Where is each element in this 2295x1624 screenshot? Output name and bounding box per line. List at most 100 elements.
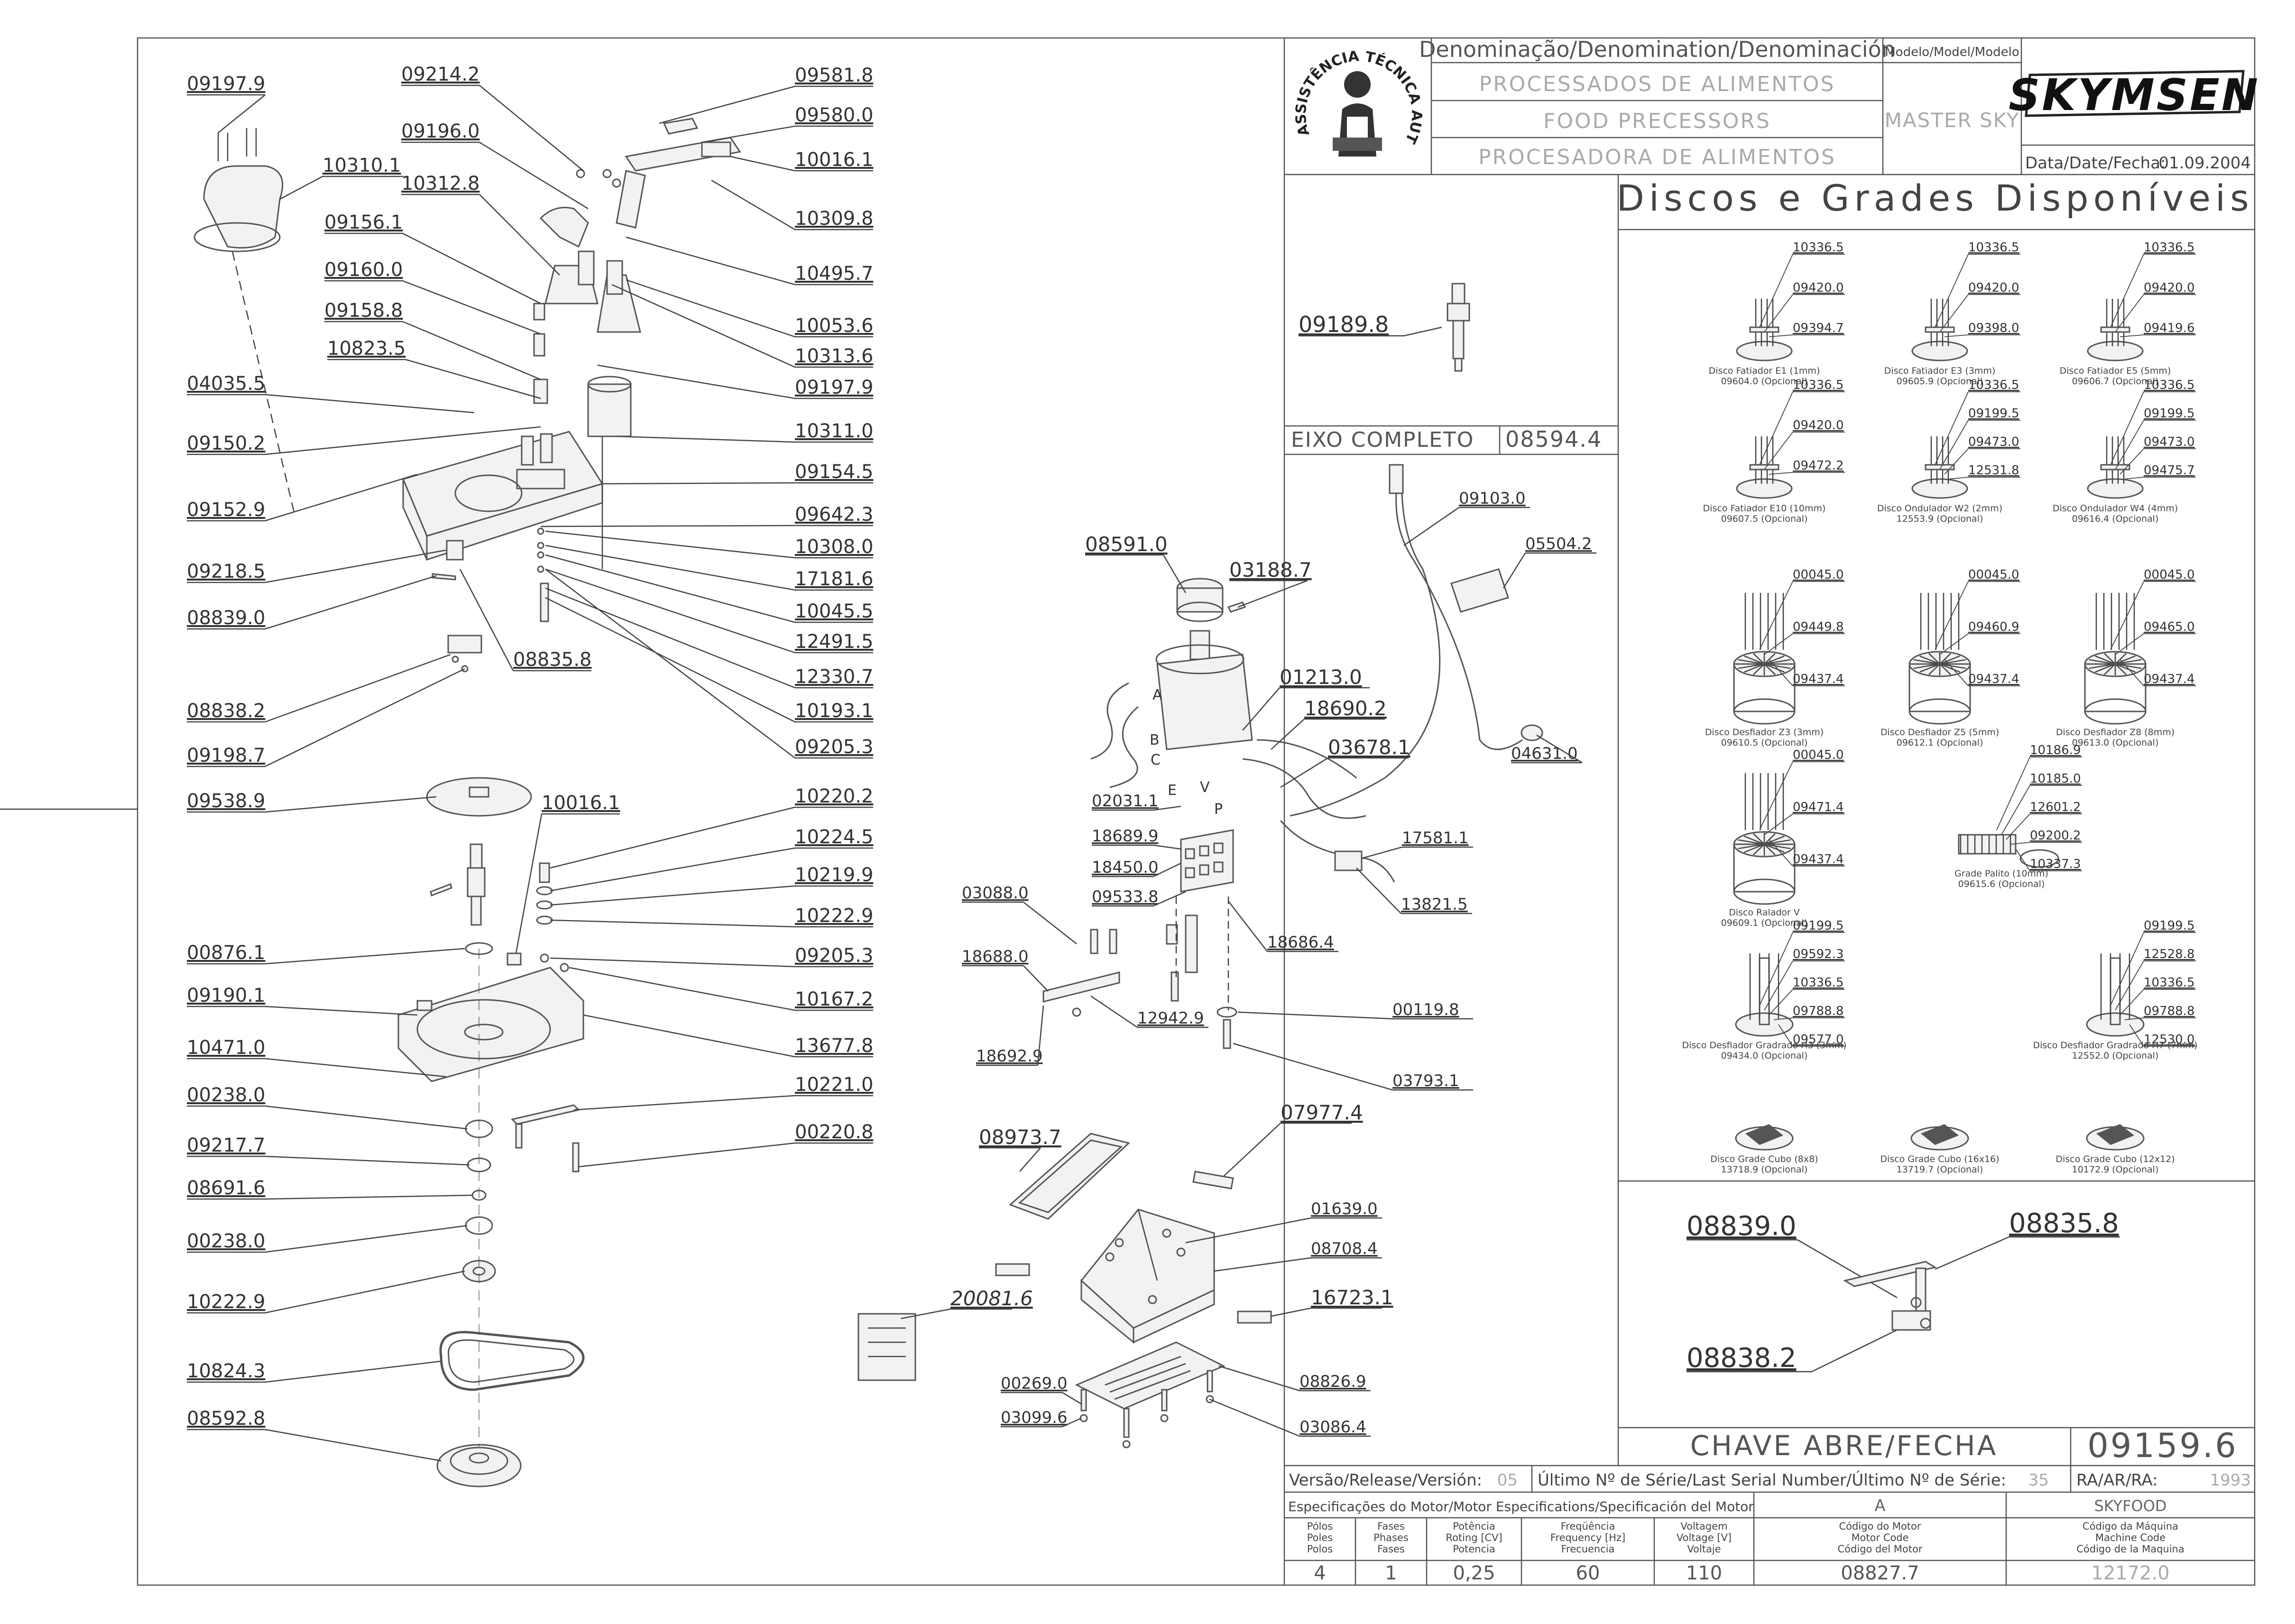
disc-code: 09434.0 (Opcional) bbox=[1721, 1051, 1808, 1061]
lower-assembly-drawing bbox=[397, 777, 585, 1487]
part-label: 03188.7 bbox=[1229, 558, 1312, 581]
disc-item: Disco Desfiador Gradrado H7 (7mm)12552.0… bbox=[2033, 919, 2197, 1061]
leader-line bbox=[1361, 846, 1402, 859]
footer-column-header: Roting [CV] bbox=[1446, 1532, 1502, 1543]
footer-column-header: Potencia bbox=[1453, 1543, 1495, 1555]
part-label: 03086.4 bbox=[1300, 1418, 1366, 1437]
leader-line bbox=[1214, 1257, 1311, 1272]
disc-part-number: 00045.0 bbox=[1793, 748, 1844, 762]
part-label: 03099.6 bbox=[1001, 1408, 1068, 1427]
shaft-part-number: 09189.8 bbox=[1299, 312, 1389, 337]
part-label: 09152.9 bbox=[187, 499, 265, 521]
part-label: 00876.1 bbox=[187, 942, 265, 964]
footer-table: Versão/Release/Versión: 05 Último Nº de … bbox=[1284, 1465, 2255, 1585]
part-label: 10313.6 bbox=[795, 345, 873, 367]
part-label: 18692.9 bbox=[976, 1047, 1043, 1066]
disc-drawing bbox=[1911, 341, 1968, 361]
leader-line bbox=[611, 284, 795, 368]
disc-part-number: 12528.8 bbox=[2144, 947, 2195, 961]
part-label: 09218.5 bbox=[187, 561, 265, 582]
complete-shaft-drawing bbox=[1447, 283, 1470, 372]
disc-name: Grade Palito (10mm) bbox=[1954, 868, 2048, 879]
leader-line bbox=[265, 668, 465, 767]
leader-line bbox=[265, 1225, 468, 1253]
part-label: 04035.5 bbox=[187, 373, 265, 395]
leader-line bbox=[545, 597, 795, 723]
part-label: 03088.0 bbox=[962, 884, 1029, 903]
part-label: 08839.0 bbox=[187, 607, 265, 629]
part-label: 18450.0 bbox=[1092, 858, 1159, 877]
disc-part-number: 09437.4 bbox=[1793, 852, 1844, 867]
discs-panel: Discos e Grades Disponíveis bbox=[1616, 177, 2255, 1466]
disc-item: Disco Fatiador E1 (1mm)09604.0 (Opcional… bbox=[1709, 240, 1845, 387]
disc-item: Disco Grade Cubo (8x8)13718.9 (Opcional) bbox=[1710, 1124, 1818, 1175]
cover-assembly-drawing bbox=[857, 1133, 1272, 1449]
leader-line bbox=[1153, 844, 1181, 850]
leader-line bbox=[405, 359, 541, 399]
part-label: 00269.0 bbox=[1001, 1374, 1068, 1393]
footer-column-header: Pólos bbox=[1307, 1521, 1333, 1532]
part-label: 09205.3 bbox=[795, 945, 873, 967]
part-label: 10311.0 bbox=[795, 420, 873, 442]
part-label: 00238.0 bbox=[187, 1230, 265, 1252]
leader-line bbox=[1218, 1365, 1300, 1392]
leader-line bbox=[602, 482, 795, 485]
shaft-caption: EIXO COMPLETO bbox=[1291, 428, 1474, 452]
disc-part-number: 10186.9 bbox=[2030, 743, 2081, 757]
discs-panel-title: Discos e Grades Disponíveis bbox=[1616, 177, 2253, 219]
disc-item: Disco Fatiador E3 (3mm)09605.9 (Opcional… bbox=[1884, 240, 2020, 387]
leader-line bbox=[1153, 862, 1181, 877]
leader-line bbox=[545, 544, 795, 591]
footer-columns: PólosPolesPolos4FasesPhasesFases1Potênci… bbox=[1307, 1521, 2184, 1584]
disc-name: Disco Grade Cubo (16x16) bbox=[1880, 1154, 1999, 1164]
leader-line bbox=[1271, 719, 1305, 750]
part-label: 09581.8 bbox=[795, 65, 873, 86]
footer-column-header: Polos bbox=[1307, 1543, 1333, 1555]
disc-code: 09616.4 (Opcional) bbox=[2072, 514, 2159, 524]
disc-part-number: 00045.0 bbox=[1968, 568, 2019, 582]
ra-value: 1993 bbox=[2210, 1471, 2251, 1490]
disc-name: Disco Desfiador Z3 (3mm) bbox=[1705, 727, 1824, 738]
motor-spec-label: Especificações do Motor/Motor Especifica… bbox=[1288, 1499, 1754, 1514]
footer-column-header: Código del Motor bbox=[1838, 1543, 1923, 1555]
upper-assembly-drawing bbox=[194, 118, 741, 673]
disc-part-number: 09465.0 bbox=[2144, 620, 2195, 634]
disc-name: Disco Grade Cubo (12x12) bbox=[2055, 1154, 2175, 1164]
leader-line bbox=[265, 575, 437, 630]
disc-part-number: 10336.5 bbox=[1793, 378, 1844, 392]
part-label: 12330.7 bbox=[795, 666, 873, 688]
part-label: 13821.5 bbox=[1401, 895, 1468, 914]
leader-line bbox=[545, 568, 795, 654]
leader-line bbox=[550, 847, 795, 892]
motor-wire-letter: B bbox=[1150, 732, 1160, 748]
disc-code: 13718.9 (Opcional) bbox=[1721, 1164, 1808, 1175]
footer-column-header: Frecuencia bbox=[1561, 1543, 1615, 1555]
disc-part-number: 09420.0 bbox=[1793, 418, 1844, 433]
disc-name: Disco Desfiador Gradrado H7 (7mm) bbox=[2033, 1040, 2197, 1051]
leader-line bbox=[265, 948, 465, 965]
leader-line bbox=[402, 232, 541, 304]
part-label: 10167.2 bbox=[795, 988, 873, 1010]
motor-wire-letter: V bbox=[1200, 779, 1210, 796]
disc-item: Disco Ondulador W4 (4mm)09616.4 (Opciona… bbox=[2053, 378, 2196, 524]
leader-line bbox=[597, 364, 795, 399]
leader-line bbox=[626, 279, 795, 338]
switch-part-3: 08838.2 bbox=[1687, 1343, 1797, 1374]
part-label: 18690.2 bbox=[1304, 697, 1387, 720]
disc-item: Disco Desfiador Z3 (3mm)09610.5 (Opciona… bbox=[1705, 568, 1845, 748]
leader-line bbox=[265, 654, 451, 723]
footer-column-value: 08827.7 bbox=[1841, 1562, 1919, 1584]
disc-part-number: 09419.6 bbox=[2144, 321, 2195, 335]
leader-line bbox=[550, 957, 795, 968]
part-label: 08708.4 bbox=[1311, 1239, 1378, 1258]
disc-part-number: 10336.5 bbox=[1968, 378, 2019, 392]
denomination-pt: PROCESSADOS DE ALIMENTOS bbox=[1479, 72, 1835, 96]
leader-line bbox=[1023, 965, 1049, 992]
part-label: 09538.9 bbox=[187, 790, 265, 812]
part-label: 17181.6 bbox=[795, 568, 873, 590]
part-label: 10222.9 bbox=[187, 1291, 265, 1313]
part-label: 10471.0 bbox=[187, 1037, 265, 1059]
denomination-label: Denominação/Denomination/Denominación bbox=[1419, 37, 1895, 62]
disc-code: 09605.9 (Opcional) bbox=[1897, 376, 1983, 387]
